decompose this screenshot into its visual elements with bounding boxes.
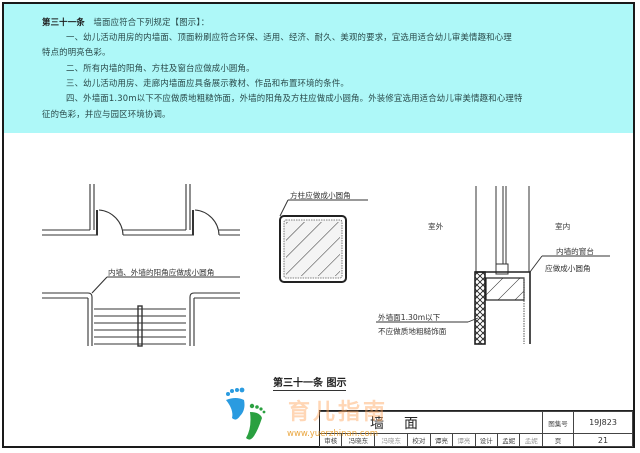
clause-title: 墙面应符合下列规定【图示】： xyxy=(93,17,210,27)
plan-corner-label: 内墙、外墙的阳角应做成小圆角 xyxy=(108,268,215,277)
clause-item-4: 四、外墙面1.30m以下不应做质地粗糙饰面，外墙的阳角及方柱应做成小圆角。外装修… xyxy=(66,93,523,103)
window-section-drawing xyxy=(376,186,610,345)
clause-item-3: 三、幼儿活动用房、走廊内墙面应具备展示教材、作品和布置环境的条件。 xyxy=(66,78,349,88)
outside-label: 室外 xyxy=(428,222,444,231)
clause-number: 第三十一条 xyxy=(42,17,85,27)
exterior-label-line1: 外墙面1.30m以下 xyxy=(378,313,441,322)
checker-signature: 谭亮 xyxy=(452,433,476,447)
stair-plan-drawing xyxy=(42,276,240,347)
design-label: 设计 xyxy=(474,433,499,447)
figure-caption: 第三十一条 图示 xyxy=(273,374,347,391)
title-block: 墙面 图集号 19J823 审核 冯晓东 冯晓东 校对 谭亮 谭亮 设计 孟妮 … xyxy=(318,410,633,447)
review-label: 审核 xyxy=(318,433,343,447)
reviewer-signature: 冯晓东 xyxy=(374,433,409,447)
footprints-logo-icon xyxy=(226,387,266,440)
atlas-number: 19J823 xyxy=(573,411,633,434)
page-label: 页 xyxy=(542,433,574,447)
sill-label-line2: 应做成小圆角 xyxy=(545,264,591,273)
designer-signature: 孟妮 xyxy=(519,433,543,447)
watermark-url: www.yuerzhinan.com xyxy=(287,429,378,439)
page-number: 21 xyxy=(573,433,633,447)
checker-name: 谭亮 xyxy=(429,433,454,447)
column-corner-label: 方柱应做成小圆角 xyxy=(290,191,351,200)
watermark-name: 育儿指南 xyxy=(288,400,389,425)
sill-label-line1: 内墙的窗台 xyxy=(556,247,594,256)
clause-item-4-cont: 征的色彩，并应与园区环境协调。 xyxy=(42,109,171,119)
clause-text-panel: 第三十一条 墙面应符合下列规定【图示】： 一、幼儿活动用房的内墙面、顶面粉刷应符… xyxy=(4,4,633,133)
clause-heading: 第三十一条 墙面应符合下列规定【图示】： xyxy=(42,16,209,29)
atlas-label: 图集号 xyxy=(542,411,574,434)
inside-label: 室内 xyxy=(555,222,571,231)
designer-name: 孟妮 xyxy=(497,433,521,447)
square-column-drawing xyxy=(279,199,368,283)
clause-item-1: 一、幼儿活动用房的内墙面、顶面粉刷应符合环保、适用、经济、耐久、美观的要求，宜选… xyxy=(66,32,512,42)
clause-item-1-cont: 特点的明亮色彩。 xyxy=(42,47,111,57)
clause-item-2: 二、所有内墙的阳角、方柱及窗台应做成小圆角。 xyxy=(66,63,255,73)
check-label: 校对 xyxy=(407,433,431,447)
exterior-label-line2: 不应做质地粗糙饰面 xyxy=(378,327,447,336)
door-plan-drawing xyxy=(42,184,240,236)
